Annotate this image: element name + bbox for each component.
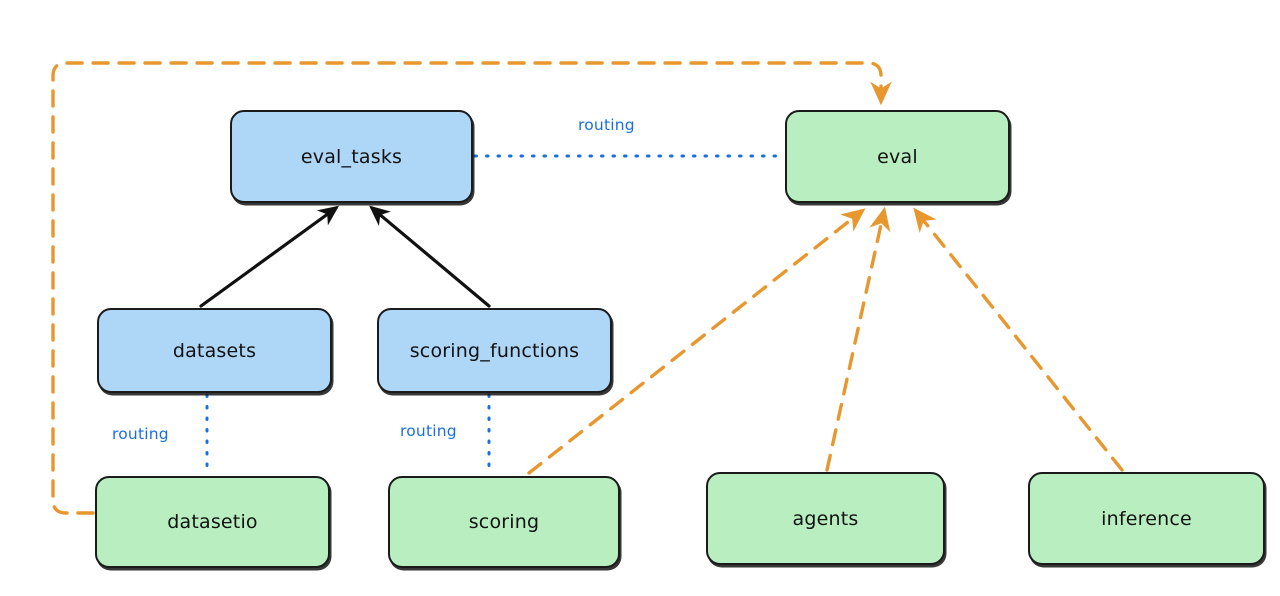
- node-label: scoring_functions: [409, 339, 580, 362]
- node-eval-tasks[interactable]: eval_tasks: [230, 110, 473, 203]
- node-label: eval: [877, 145, 918, 168]
- node-datasets[interactable]: datasets: [97, 308, 332, 393]
- edge-scoring-functions-to-eval-tasks: [369, 205, 491, 308]
- node-inference[interactable]: inference: [1028, 472, 1265, 565]
- edge-datasets-to-eval-tasks: [199, 205, 340, 308]
- node-eval[interactable]: eval: [785, 110, 1010, 203]
- edge-label-text: routing: [400, 422, 457, 440]
- node-label: datasets: [172, 339, 257, 362]
- edge-label-routing-scoring-functions: routing: [400, 422, 457, 440]
- edge-scoring-to-eval: [527, 208, 866, 475]
- edge-agents-to-eval: [825, 206, 891, 472]
- edge-datasetio-to-eval: [51, 61, 892, 515]
- node-scoring-functions[interactable]: scoring_functions: [377, 308, 612, 393]
- node-scoring[interactable]: scoring: [388, 476, 620, 568]
- node-agents[interactable]: agents: [706, 472, 945, 565]
- edge-inference-to-eval: [913, 207, 1124, 472]
- edge-label-text: routing: [112, 425, 169, 443]
- node-label: eval_tasks: [300, 145, 403, 168]
- node-label: inference: [1101, 507, 1192, 530]
- node-label: scoring: [468, 511, 540, 533]
- node-label: datasetio: [167, 511, 258, 533]
- edge-label-text: routing: [578, 116, 635, 134]
- edge-label-routing-eval-tasks: routing: [578, 116, 635, 134]
- edge-label-routing-datasets: routing: [112, 425, 169, 443]
- node-datasetio[interactable]: datasetio: [95, 476, 330, 568]
- node-label: agents: [792, 507, 859, 530]
